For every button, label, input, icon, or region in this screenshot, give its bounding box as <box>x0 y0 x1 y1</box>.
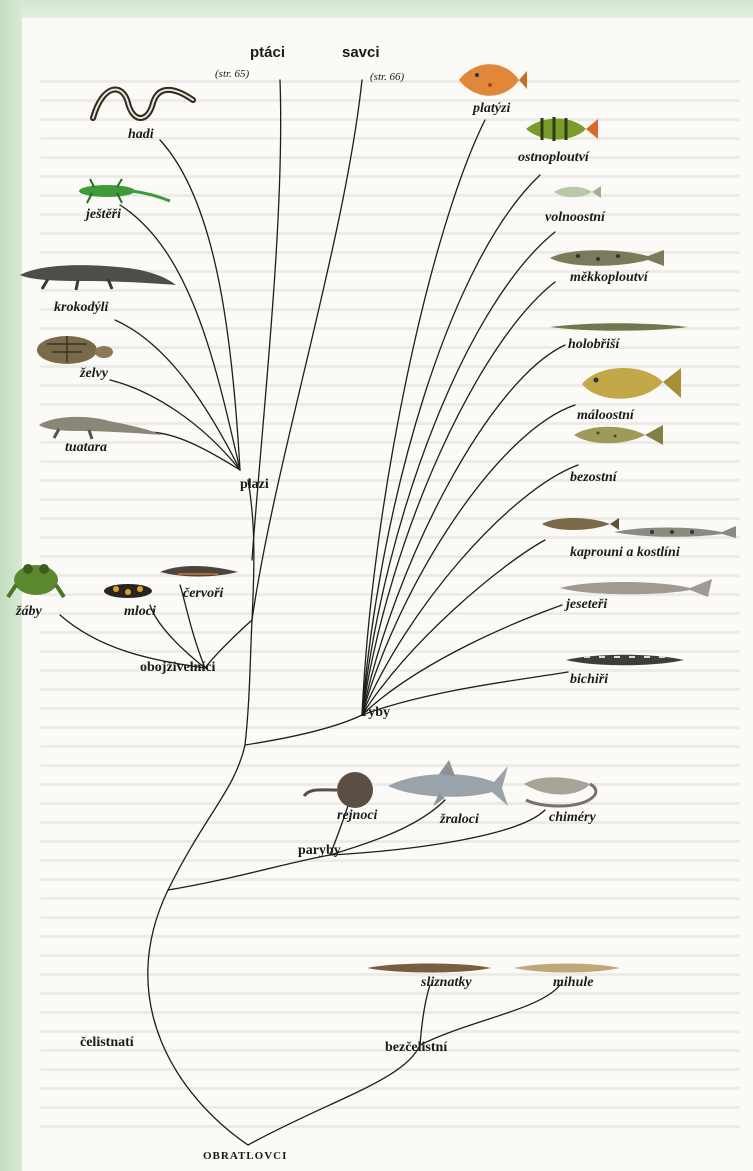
label-paryby: paryby <box>298 843 341 859</box>
label-sliznatky: sliznatky <box>421 975 472 991</box>
label-zraloci: žraloci <box>440 812 479 828</box>
branch-holobrisi <box>362 345 565 715</box>
tuatara-illustration <box>34 405 164 441</box>
branch-mloci <box>150 605 205 668</box>
branch-ryby <box>245 715 362 745</box>
label-platyzi: platýzi <box>473 101 510 117</box>
trout-illustration <box>570 420 666 450</box>
branch-mihule <box>420 985 560 1045</box>
carp-illustration <box>578 360 684 408</box>
label-plazi: plazi <box>240 477 269 493</box>
branch-bezcelistni <box>248 1045 420 1145</box>
branch-celistnati <box>148 890 248 1145</box>
small-fish-illustration <box>552 182 602 202</box>
branch-paryby <box>168 855 330 890</box>
branch-maloostni <box>362 405 575 715</box>
eel-illustration <box>548 320 690 334</box>
label-mihule: mihule <box>553 975 593 991</box>
label-root: OBRATLOVCI <box>203 1150 287 1162</box>
label-mloci: mloci <box>124 604 156 620</box>
label-volnoostni: volnoostní <box>545 210 605 226</box>
label-maloostni: máloostní <box>577 408 634 424</box>
label-colci: červoři <box>183 586 223 602</box>
label-holobrisi: holobřiší <box>568 337 619 353</box>
label-zelvy: želvy <box>80 366 108 382</box>
bichir-illustration <box>564 650 686 670</box>
hagfish-illustration <box>365 960 493 976</box>
lamprey-illustration <box>512 960 622 976</box>
branch-jeseteri <box>362 605 562 715</box>
crocodile-illustration <box>18 255 178 293</box>
branch-krokodyli <box>115 320 240 470</box>
lizard-illustration <box>72 175 172 207</box>
label-mekkoploutvi: měkkoploutví <box>570 270 648 286</box>
label-zaby: žáby <box>16 604 42 620</box>
trunk-kostnate <box>245 620 252 745</box>
label-krokodyli: krokodýli <box>54 300 108 316</box>
branch-sliznatky <box>420 985 430 1045</box>
label-bezcelistni: bezčelistní <box>385 1040 447 1056</box>
gar-illustration <box>612 520 738 544</box>
newt-illustration <box>158 560 240 582</box>
label-celistnati: čelistnatí <box>80 1035 134 1051</box>
label-ostnoploutvi: ostnoploutví <box>518 150 589 166</box>
flounder-illustration <box>455 55 527 105</box>
shark-illustration <box>384 758 510 812</box>
ref-savci: (str. 66) <box>370 71 404 83</box>
label-savci: savci <box>342 44 380 61</box>
branch-ostnoploutvi <box>362 175 540 715</box>
perch-illustration <box>522 112 600 146</box>
turtle-illustration <box>22 330 117 366</box>
frog-illustration <box>6 555 66 600</box>
label-tuatara: tuatara <box>65 440 107 456</box>
label-bezostni: bezostní <box>570 470 617 486</box>
label-chimery: chiméry <box>549 810 596 826</box>
branch-savci <box>252 80 362 620</box>
label-ptaci: ptáci <box>250 44 285 61</box>
branch-bezostni <box>362 465 578 715</box>
trunk-celistnati <box>168 745 245 890</box>
salamander-illustration <box>100 578 160 604</box>
ref-ptaci: (str. 65) <box>215 68 249 80</box>
label-ryby: ryby <box>362 705 390 721</box>
label-obojzivelnici: obojživelníci <box>140 660 215 676</box>
chimera-illustration <box>520 770 618 812</box>
label-bichiri: bichiři <box>570 672 608 688</box>
label-jesteri: ještěři <box>86 207 121 223</box>
snake-illustration <box>88 78 198 128</box>
label-hadi: hadi <box>128 127 154 143</box>
bowfin-illustration <box>540 512 620 536</box>
label-kaprouni: kaprouni a kostlíni <box>570 545 680 561</box>
branch-bichiri <box>362 672 568 715</box>
label-jeseteri: jeseteři <box>566 597 607 613</box>
label-rejnoci: rejnoci <box>337 808 377 824</box>
eelpout-illustration <box>548 244 666 272</box>
